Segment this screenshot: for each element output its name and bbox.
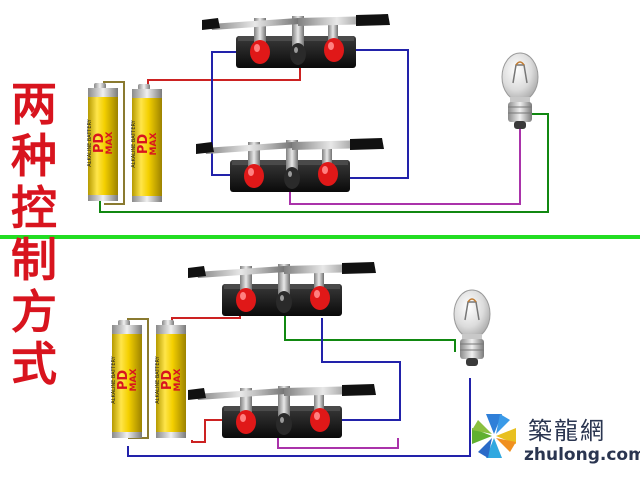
- battery-model-label: MAX: [173, 369, 183, 392]
- title-char: 两: [11, 77, 57, 131]
- battery-brand-label: PD: [92, 133, 107, 154]
- battery-brand-label: PD: [116, 370, 131, 391]
- wire: [191, 419, 230, 443]
- bulb-top: [501, 52, 539, 130]
- bottom-circuit: [112, 262, 491, 457]
- wire: [330, 49, 409, 179]
- logo-url-text: zhulong.com: [524, 445, 640, 465]
- vertical-title: 两种控制方式: [4, 78, 64, 390]
- battery-subtitle-label: ALKALINE BATTERY: [111, 355, 117, 403]
- wire: [277, 430, 399, 449]
- logo-chinese-text: 築龍網: [528, 417, 606, 445]
- zhulong-logo-icon: [472, 414, 516, 458]
- switch-bottom-lower: [188, 384, 376, 438]
- switch-top-lower: [196, 138, 384, 192]
- battery-model-label: MAX: [149, 133, 159, 156]
- battery-brand-label: PD: [160, 370, 175, 391]
- title-char: 制: [11, 233, 57, 287]
- top-circuit: [88, 14, 549, 213]
- bulb-bottom: [453, 289, 491, 367]
- wire: [99, 113, 549, 213]
- battery-subtitle-label: ALKALINE BATTERY: [131, 119, 137, 167]
- battery-model-label: MAX: [129, 369, 139, 392]
- wire: [127, 378, 471, 457]
- battery-subtitle-label: ALKALINE BATTERY: [87, 118, 93, 166]
- wire: [284, 310, 456, 352]
- title-char: 种: [11, 129, 57, 183]
- title-char: 式: [11, 337, 57, 391]
- switch-top-upper: [202, 14, 390, 68]
- battery-labels: PD MAX ALKALINE BATTERY PD MAX ALKALINE …: [87, 118, 183, 403]
- wire: [321, 318, 401, 421]
- title-char: 控: [11, 181, 57, 235]
- battery-subtitle-label: ALKALINE BATTERY: [155, 355, 161, 403]
- battery-model-label: MAX: [105, 132, 115, 155]
- switch-bottom-upper: [188, 262, 376, 316]
- battery-brand-label: PD: [136, 134, 151, 155]
- title-char: 方: [11, 285, 57, 339]
